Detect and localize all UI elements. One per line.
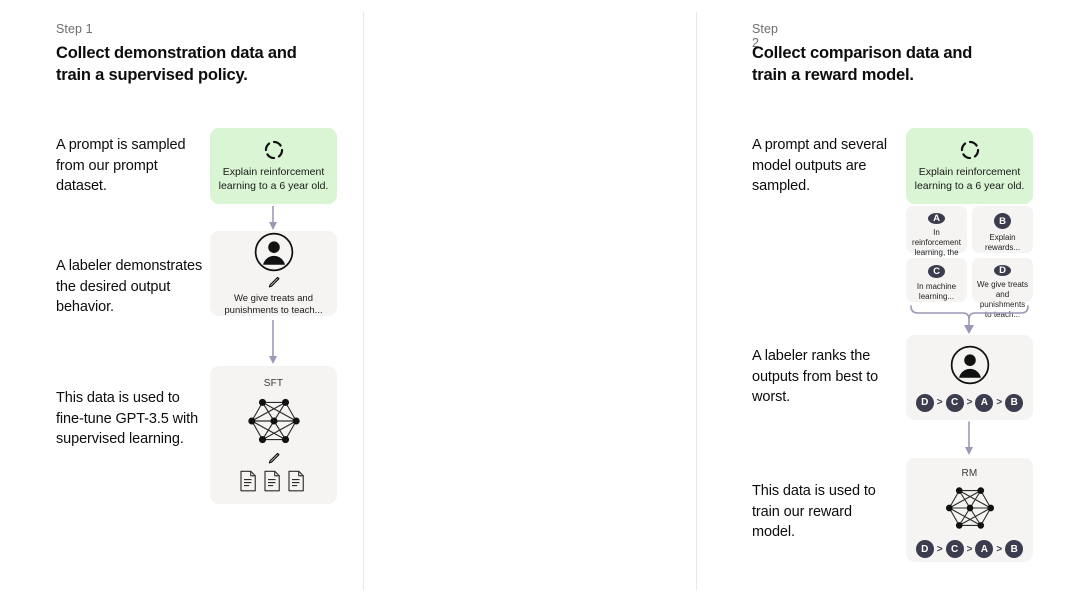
rank-badge-3: A [975, 393, 994, 412]
step-1-prompt-card[interactable]: Explain reinforcement learning to a 6 ye… [210, 128, 337, 204]
column-divider-1 [363, 12, 364, 590]
step-2-option-c[interactable]: C In machine learning... [906, 258, 967, 302]
dashed-circle-icon [959, 139, 981, 161]
step-1-sft-title: SFT [263, 378, 284, 389]
rank-separator-2: > [966, 397, 973, 408]
rank-badge-2: C [945, 393, 964, 412]
step-2-option-d[interactable]: D We give treats and punishments to teac… [972, 258, 1033, 319]
option-b-badge: B [994, 213, 1011, 229]
step-2-labeler-card[interactable]: D > C > A > B [906, 335, 1033, 420]
step-1-caption-1: A prompt is sampled from our prompt data… [56, 137, 186, 194]
step-1-title: Collect demonstration data and train a s… [56, 44, 297, 84]
pencil-icon [266, 451, 281, 466]
pencil-icon [266, 275, 281, 290]
step-2-prompt-text: Explain reinforcement learning to a 6 ye… [914, 166, 1025, 192]
step-2-caption-3: This data is used to train our reward mo… [752, 483, 876, 540]
rank-separator-1: > [936, 397, 943, 408]
step-2-title: Collect comparison data and train a rewa… [752, 44, 973, 84]
step-2-option-a[interactable]: A In reinforcement learning, the agent i… [906, 206, 967, 267]
rm-rank-badge-1: D [915, 540, 934, 558]
rank-badge-4: B [1005, 393, 1024, 412]
person-circle-icon [949, 344, 991, 386]
column-divider-2 [696, 12, 697, 590]
step-1-labeler-text: We give treats and punishments to teach.… [224, 292, 323, 316]
step-2-rm-ranking: D > C > A > B [915, 540, 1024, 558]
rm-rank-separator-2: > [966, 543, 973, 555]
step-2-prompt-card[interactable]: Explain reinforcement learning to a 6 ye… [906, 128, 1033, 204]
step-1-sft-card[interactable]: SFT [210, 366, 337, 504]
rm-rank-separator-3: > [996, 543, 1003, 555]
step-2-labeler-ranking: D > C > A > B [915, 393, 1024, 412]
step-2-caption-1: A prompt and several model outputs are s… [752, 137, 888, 194]
step-1-prompt-text: Explain reinforcement learning to a 6 ye… [218, 166, 329, 192]
step-1-caption-2: A labeler demonstrates the desired outpu… [56, 258, 203, 315]
rm-rank-badge-4: B [1005, 540, 1024, 558]
option-b-text: Explain rewards... [984, 233, 1021, 252]
option-c-badge: C [928, 265, 945, 278]
step-3-arrows [696, 0, 1080, 600]
neural-net-icon [941, 482, 999, 534]
step-2-rm-title: RM [961, 468, 978, 479]
dashed-circle-icon [263, 139, 285, 161]
step-1-labeler-card[interactable]: We give treats and punishments to teach.… [210, 231, 337, 316]
step-2-rm-card[interactable]: RM D > C [906, 458, 1033, 562]
step-2-column: Step 2 Collect comparison data and train… [363, 0, 1033, 600]
option-c-text: In machine learning... [916, 282, 957, 301]
rm-rank-badge-2: C [945, 540, 964, 558]
option-d-badge: D [994, 265, 1011, 276]
rank-separator-3: > [996, 397, 1003, 408]
person-circle-icon [253, 231, 295, 273]
step-1-label: Step 1 [56, 22, 93, 36]
step-2-caption-2: A labeler ranks the outputs from best to… [752, 348, 879, 405]
step-2-option-b[interactable]: B Explain rewards... [972, 206, 1033, 253]
step-3-column: Step 3 Optimize a policy against the rew… [696, 0, 1080, 600]
documents-icon [238, 469, 310, 493]
rm-rank-separator-1: > [936, 543, 943, 555]
step-2-label: Step 2 [752, 22, 779, 50]
step-1-column: Step 1 Collect demonstration data and tr… [0, 0, 363, 600]
neural-net-icon [243, 393, 305, 449]
step-1-caption-3: This data is used to fine-tune GPT-3.5 w… [56, 390, 199, 447]
option-a-badge: A [928, 213, 945, 224]
rm-rank-badge-3: A [975, 540, 994, 558]
rank-badge-1: D [915, 393, 934, 412]
